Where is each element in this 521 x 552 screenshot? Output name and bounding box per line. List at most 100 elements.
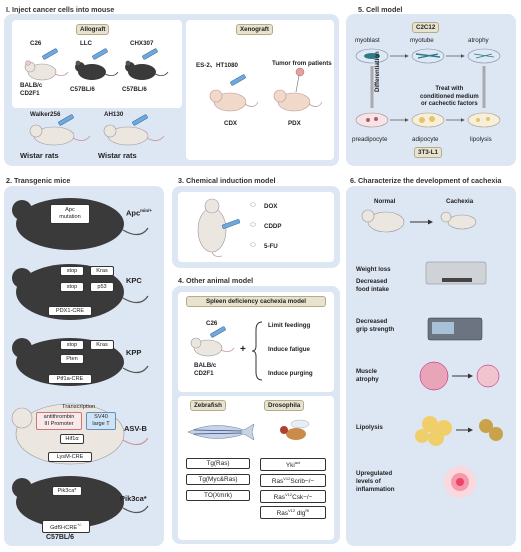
induce-fatigue-label: Induce fatigue [268, 346, 310, 353]
pdx-label: PDX [288, 120, 301, 127]
spleen-c26-label: C26 [206, 320, 218, 327]
section-2-title: 2. Transgenic mice [6, 176, 71, 185]
section-3-title: 3. Chemical induction model [178, 176, 276, 185]
dish-icon-atrophy [467, 48, 501, 64]
atrophy-label: atrophy [468, 37, 489, 44]
muscle-atrophy-label: Muscle atrophy [356, 368, 379, 383]
pik-strain-label: C57BL/6 [46, 534, 75, 541]
grip-meter-icon [427, 317, 483, 341]
white-rat-icon [197, 198, 227, 257]
asv-transcription-label: Transcription [62, 404, 96, 410]
asv-hif-box: Hif1α [60, 434, 84, 444]
es2-label: ES-2、HT1080 [196, 62, 238, 69]
asv-promoter-box: antithrombin III Promoter [36, 412, 82, 430]
kpc-name: KPC [126, 276, 142, 285]
food-intake-label: Decreased food intake [356, 278, 390, 293]
allograft-badge: Allograft [76, 24, 110, 35]
c2c12-badge: C2C12 [412, 22, 440, 33]
cddp-label: CDDP [264, 223, 282, 230]
black-mouse-icon-pik [12, 476, 149, 528]
allograft-mice-illustration [24, 48, 169, 81]
kpc-kras-box: Kras [90, 266, 114, 276]
lipolysis-cell-label: lipolysis [470, 136, 492, 143]
kpp-stop-box: stop [60, 340, 84, 350]
treat-label: Treat with conditioned medium or cachect… [420, 86, 479, 107]
kpc-cre-box: PDX1-CRE [48, 306, 92, 316]
apc-mutation-box: Apc mutation [50, 204, 90, 224]
cell-model-illustration [355, 48, 501, 128]
section-4-title: 4. Other animal model [178, 276, 254, 285]
cachexia-mouse-icon [440, 211, 477, 230]
nude-mouse-icon-1 [209, 74, 259, 112]
kpp-kras-box: Kras [90, 340, 114, 350]
dish-icon-myoblast [355, 48, 389, 64]
weight-loss-label: Weight loss [356, 266, 391, 273]
drosophila-line-4: RasV12 dlgRI [260, 506, 326, 520]
c57-label-2: C57BL/6 [122, 86, 147, 93]
zebrafish-line-3: TO(Xmrk) [186, 490, 250, 501]
dish-icon-lipolysis [467, 112, 501, 128]
asv-sv40-box: SV40 large T [86, 412, 116, 430]
cachexia-label: Cachexia [446, 198, 474, 205]
kpp-pten-box: Pten [60, 354, 84, 364]
rat-icon-2 [103, 124, 165, 146]
rat-icon-1 [29, 124, 91, 146]
myotube-label: myotube [410, 37, 434, 44]
black-mouse-icon-kpc [12, 264, 149, 320]
transgenic-mice-illustration [11, 198, 149, 528]
scale-icon [425, 261, 487, 285]
3t3l1-badge: 3T3-L1 [414, 147, 442, 158]
xenograft-badge: Xenograft [236, 24, 273, 35]
pill-icon-1: ⬭ [250, 202, 256, 209]
section-1-title: I. Inject cancer cells into mouse [6, 5, 115, 14]
pill-icon-2: ⬭ [250, 222, 256, 229]
zebrafish-line-1: Tg(Ras) [186, 458, 250, 469]
chx307-label: CHX307 [130, 40, 154, 47]
fish-fly-illustration [187, 419, 310, 441]
black-mouse-icon-2 [125, 60, 169, 80]
adipose-icon [415, 416, 503, 446]
cdx-label: CDX [224, 120, 238, 127]
spleen-mouse-illustration [190, 326, 235, 357]
cell-model-panel [346, 14, 516, 166]
balbc-label: BALB/c CD2F1 [20, 82, 43, 97]
pik-gene-box: Pik3ca* [52, 486, 82, 496]
plus-sign: + [240, 344, 246, 355]
section-6-title: 6. Characterize the development of cache… [350, 176, 502, 185]
white-mouse-icon [24, 60, 69, 81]
normal-label: Normal [374, 198, 396, 205]
kpc-stop-box-1: stop [60, 266, 84, 276]
dish-icon-adipocyte [411, 112, 445, 128]
rats-illustration [29, 114, 165, 146]
black-mouse-icon-apc [12, 198, 149, 250]
white-mouse-icon [190, 337, 235, 357]
apc-name: Apcmin/+ [126, 208, 153, 218]
differentiation-label: Differentiation [375, 51, 381, 92]
zebrafish-icon [187, 423, 255, 441]
inflammation-icon [444, 466, 476, 498]
preadipocyte-label: preadipocyte [352, 136, 388, 143]
myoblast-label: myoblast [355, 37, 380, 44]
syringe-icon [42, 48, 158, 60]
lipolysis-label: Lipolysis [356, 424, 383, 431]
fruit-fly-icon [280, 419, 310, 440]
brace-icon [251, 321, 263, 381]
section-5-title: 5. Cell model [358, 5, 403, 14]
wistar-label-1: Wistar rats [20, 151, 59, 160]
pik-name: Pik3ca* [120, 494, 147, 503]
black-mouse-icon-1 [75, 60, 119, 80]
limit-feeding-label: Limit feedingg [268, 322, 311, 329]
pill-icon-3: ⬭ [250, 242, 256, 249]
induce-purging-label: Induce purging [268, 370, 313, 377]
spleen-strain-label: BALB/c CD2F1 [194, 362, 217, 377]
ah130-label: AH130 [104, 111, 124, 118]
asv-name: ASV-B [124, 424, 147, 433]
dish-icon-myotube [411, 48, 445, 64]
llc-label: LLC [80, 40, 93, 47]
walker256-label: Walker256 [30, 111, 61, 118]
characterize-illustration [361, 209, 503, 498]
spleen-badge: Spleen deficiency cachexia model [186, 296, 326, 307]
kpp-cre-box: Ptf1a-CRE [48, 374, 92, 384]
syringe-icon [210, 326, 226, 338]
wistar-label-2: Wistar rats [98, 151, 137, 160]
